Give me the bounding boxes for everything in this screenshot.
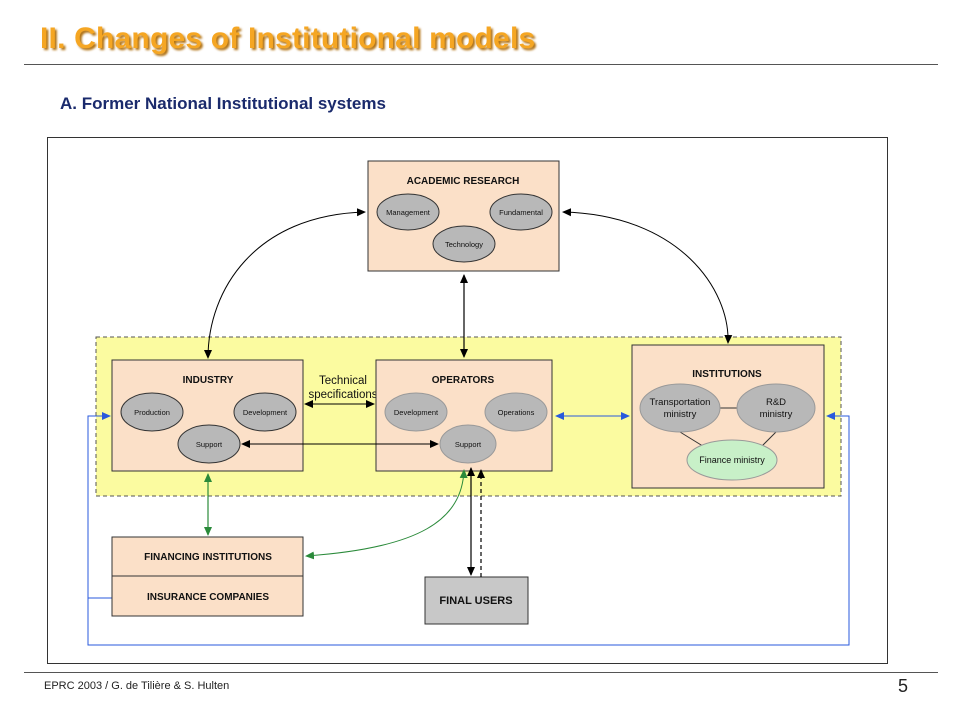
- slide-title: II. Changes of Institutional models: [40, 22, 536, 55]
- final-users-box: FINAL USERS: [424, 576, 529, 625]
- financing-insurance-box: FINANCING INSTITUTIONS INSURANCE COMPANI…: [111, 536, 304, 617]
- rd-ministry-label-2: ministry: [760, 409, 793, 420]
- technical-specifications-line2: specifications: [308, 389, 377, 401]
- rd-ministry-label: R&D: [766, 397, 786, 408]
- management-ellipse: [376, 193, 440, 231]
- academic-industry-arrow: [204, 208, 366, 359]
- transportation-ministry-label-2: ministry: [664, 409, 697, 420]
- production-ellipse: [120, 392, 184, 432]
- academic-institutions-arrow: [562, 208, 733, 344]
- finance-ministry-label: Finance ministry: [699, 455, 765, 465]
- technology-label: Technology: [445, 240, 483, 249]
- industry-title: INDUSTRY: [183, 375, 234, 386]
- industry-box: INDUSTRY Production Development Support: [111, 359, 304, 472]
- institutions-title: INSTITUTIONS: [692, 369, 762, 380]
- financing-institutions-label: FINANCING INSTITUTIONS: [144, 552, 272, 563]
- technical-specifications-line1: Technical: [319, 375, 367, 387]
- final-users-label: FINAL USERS: [439, 595, 512, 607]
- operations-ellipse: [484, 392, 548, 432]
- operators-development-label: Development: [394, 408, 439, 417]
- operators-financing-arrow: [305, 469, 468, 560]
- blue-loop-arrow-left: [87, 412, 111, 598]
- operations-label: Operations: [498, 408, 535, 417]
- operators-development-ellipse: [384, 392, 448, 432]
- fundamental-label: Fundamental: [499, 208, 543, 217]
- footer-credit: EPRC 2003 / G. de Tilière & S. Hulten: [44, 680, 230, 692]
- operators-support-label: Support: [455, 440, 482, 449]
- institutions-box: INSTITUTIONS Transportation ministry R&D…: [631, 344, 825, 489]
- industry-support-label: Support: [196, 440, 223, 449]
- footer-divider: [24, 672, 938, 673]
- page-number: 5: [898, 676, 909, 696]
- technology-ellipse: [432, 225, 496, 263]
- rd-ministry-ellipse: [736, 383, 816, 433]
- operators-title: OPERATORS: [432, 375, 495, 386]
- industry-development-label: Development: [243, 408, 288, 417]
- slide-subtitle: A. Former National Institutional systems: [60, 94, 386, 113]
- insurance-companies-label: INSURANCE COMPANIES: [147, 592, 269, 603]
- operators-support-ellipse: [439, 424, 497, 464]
- finance-ministry-ellipse: [686, 439, 778, 481]
- academic-research-box: ACADEMIC RESEARCH Management Fundamental…: [367, 160, 560, 272]
- academic-research-title: ACADEMIC RESEARCH: [407, 176, 520, 187]
- transportation-ministry-label: Transportation: [650, 397, 711, 408]
- transportation-ministry-ellipse: [639, 383, 721, 433]
- production-label: Production: [134, 408, 170, 417]
- fundamental-ellipse: [489, 193, 553, 231]
- industry-support-ellipse: [177, 424, 241, 464]
- title-divider: [24, 64, 938, 65]
- industry-development-ellipse: [233, 392, 297, 432]
- management-label: Management: [386, 208, 431, 217]
- operators-box: OPERATORS Development Operations Support: [375, 359, 553, 472]
